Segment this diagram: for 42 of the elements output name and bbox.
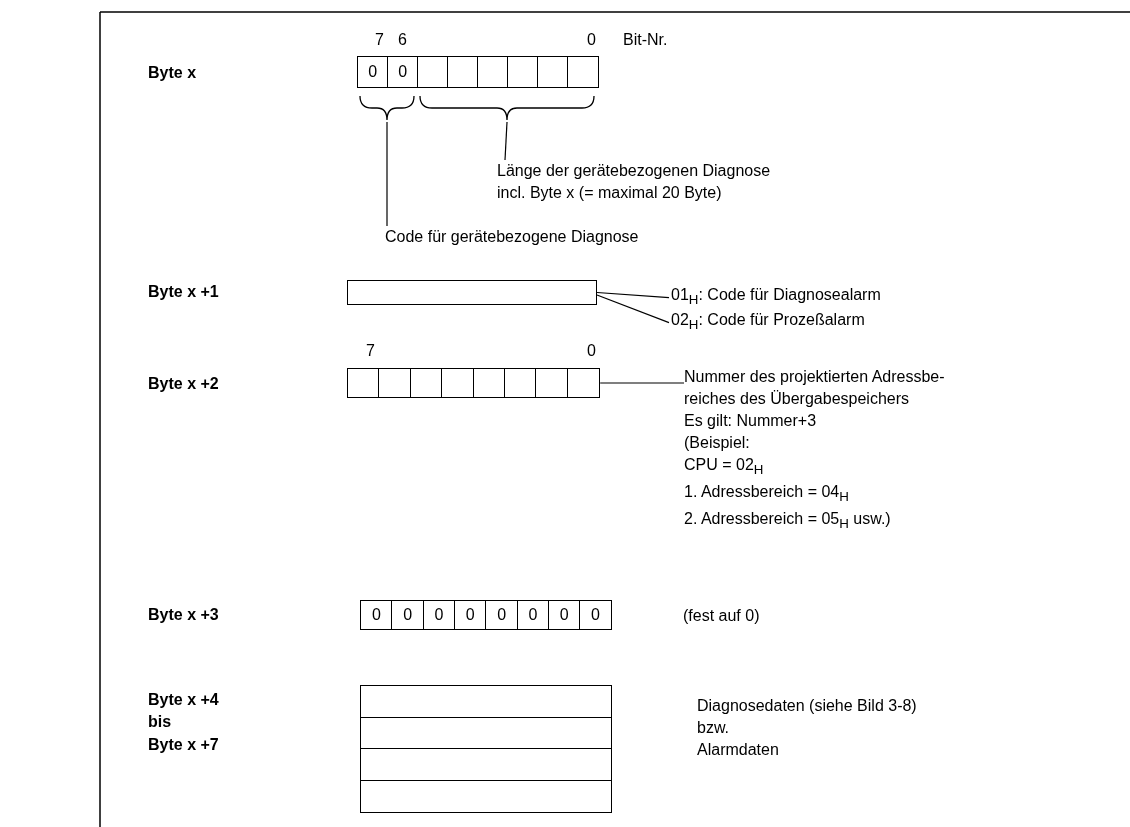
bit-number: 0 <box>587 341 596 361</box>
bit-number: 7 <box>366 341 375 361</box>
byte-label: bis <box>148 712 172 732</box>
description-text: 1. Adressbereich = 04$_{H}$ <box>684 482 850 507</box>
description-text: 02$_{H}$: Code für Prozeßalarm <box>671 310 866 335</box>
description-text: Diagnosedaten (siehe Bild 3-8) <box>697 696 917 716</box>
bit-cell: 0 <box>360 600 393 630</box>
description-text: 01$_{H}$: Code für Diagnosealarm <box>671 285 882 310</box>
description-text: Nummer des projektierten Adressbe- reiches des Übergabespeichers <box>684 367 946 409</box>
bit-number: 7 <box>375 30 384 50</box>
bit-number: 0 <box>587 30 596 50</box>
byte-label: Byte x +1 <box>148 282 219 302</box>
byte-label: Byte x +7 <box>148 735 219 755</box>
byte-field <box>347 280 597 305</box>
description-text: Es gilt: Nummer+3 <box>684 411 818 431</box>
byte-label: Byte x +2 <box>148 374 219 394</box>
bit-cell: 0 <box>485 600 518 630</box>
description-text: bzw. <box>697 718 729 738</box>
bit-cell: 0 <box>387 56 419 88</box>
byte-label: Byte x +4 <box>148 690 219 710</box>
description-text: 2. Adressbereich = 05$_{H}$ usw.) <box>684 509 892 534</box>
leader-line <box>599 382 685 384</box>
bit-number-heading: Bit-Nr. <box>623 30 668 50</box>
leader-line <box>386 121 388 227</box>
bit-cell: 0 <box>357 56 389 88</box>
description-text: Länge der gerätebezogenen Diagnose incl. Byte x (= maximal 20 Byte) <box>497 161 772 203</box>
byte-register <box>360 600 611 630</box>
description-text: CPU = 02$_{H}$ <box>684 455 765 480</box>
bit-number: 6 <box>398 30 407 50</box>
description-text: Code für gerätebezogene Diagnose <box>385 227 640 247</box>
data-block-stack <box>360 685 612 813</box>
note-text: (fest auf 0) <box>683 606 760 626</box>
leader-line <box>596 294 670 324</box>
byte-label: Byte x <box>148 63 197 83</box>
description-text: (Beispiel: <box>684 433 751 453</box>
leader-line <box>596 291 670 299</box>
bit-cell: 0 <box>579 600 612 630</box>
description-text: Alarmdaten <box>697 740 779 760</box>
bit-cell: 0 <box>391 600 425 630</box>
byte-register <box>347 368 599 398</box>
leader-line <box>504 121 508 161</box>
byte-label: Byte x +3 <box>148 605 219 625</box>
